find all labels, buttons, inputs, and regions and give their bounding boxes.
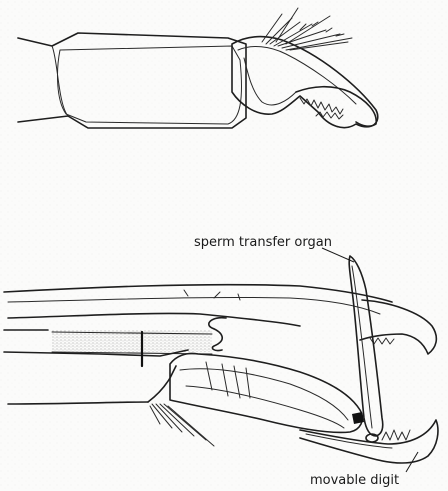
organ-base-blotch xyxy=(352,412,364,424)
movable-digit-label: movable digit xyxy=(310,473,399,488)
sperm-transfer-organ-label: sperm transfer organ xyxy=(194,235,332,250)
